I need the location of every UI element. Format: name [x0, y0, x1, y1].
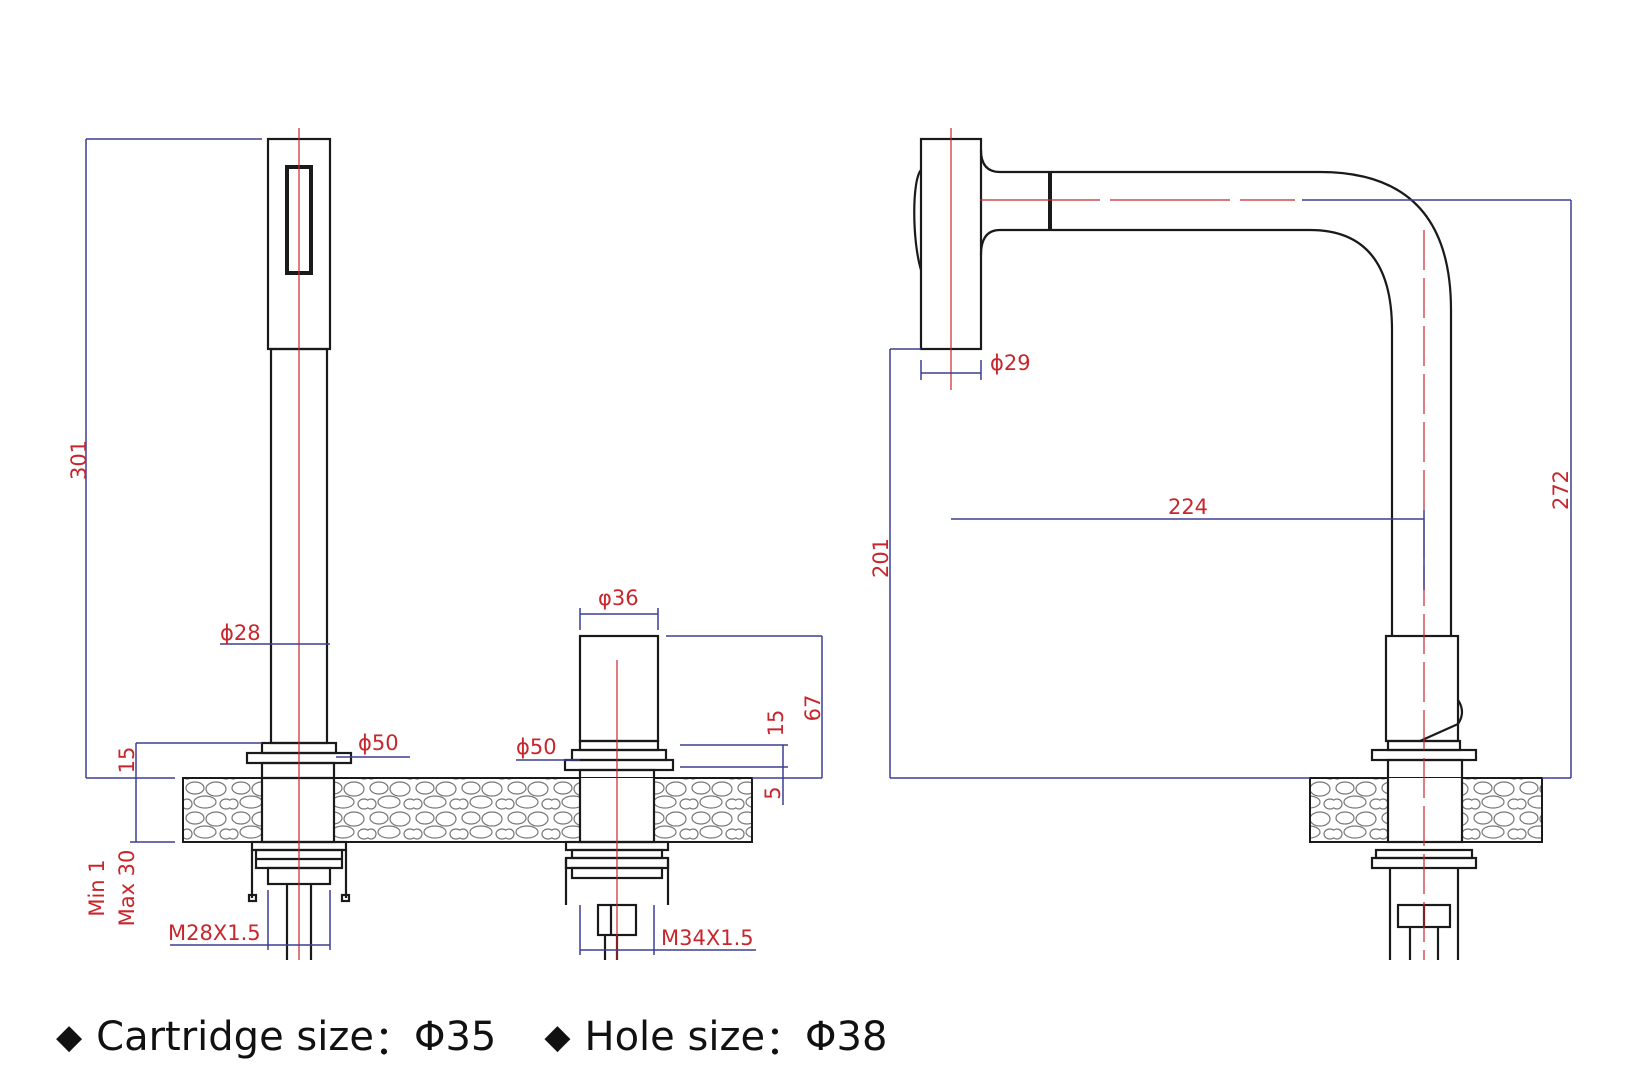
hole-size-label: Hole size	[584, 1014, 766, 1060]
black-diamond-icon: ◆	[56, 1017, 83, 1057]
dim-phi29-label: ϕ29	[990, 351, 1031, 375]
black-diamond-icon: ◆	[544, 1017, 571, 1057]
countertop-right	[1309, 777, 1543, 843]
cartridge-size-value: Φ35	[413, 1014, 497, 1060]
countertop-left	[182, 777, 753, 843]
dim-5-label: 5	[761, 786, 785, 799]
dim-phi50-left-label: ϕ50	[358, 731, 399, 755]
dim-max-label: Max 30	[115, 850, 139, 927]
hole-separator: ：	[765, 1018, 806, 1064]
dim-m28-label: M28X1.5	[168, 921, 261, 945]
hole-size-value: Φ38	[805, 1014, 888, 1060]
dim-m34-label: M34X1.5	[661, 926, 754, 950]
technical-drawing: 301 15 Min 1 Max 30 ϕ28 ϕ50 M28X1.5 φ36 …	[67, 128, 1573, 960]
dim-min-label: Min 1	[85, 859, 109, 916]
dim-224-label: 224	[1168, 495, 1208, 519]
cartridge-size-label: Cartridge size	[96, 1014, 374, 1060]
dim-201-label: 201	[869, 538, 893, 578]
cartridge-separator: ：	[373, 1018, 414, 1064]
dim-phi50-mid-label: ϕ50	[516, 735, 557, 759]
dim-67-label: 67	[801, 695, 825, 722]
dim-15-left-label: 15	[115, 747, 139, 774]
dim-301-label: 301	[67, 440, 91, 480]
dim-272-label: 272	[1549, 470, 1573, 510]
dim-15-mid-label: 15	[764, 710, 788, 737]
dim-phi36-label: φ36	[598, 586, 639, 610]
dim-phi28-label: ϕ28	[220, 621, 261, 645]
spec-footer: ◆Cartridge size：Φ35◆Hole size：Φ38	[56, 1008, 887, 1066]
dimension-lines	[85, 138, 1572, 955]
